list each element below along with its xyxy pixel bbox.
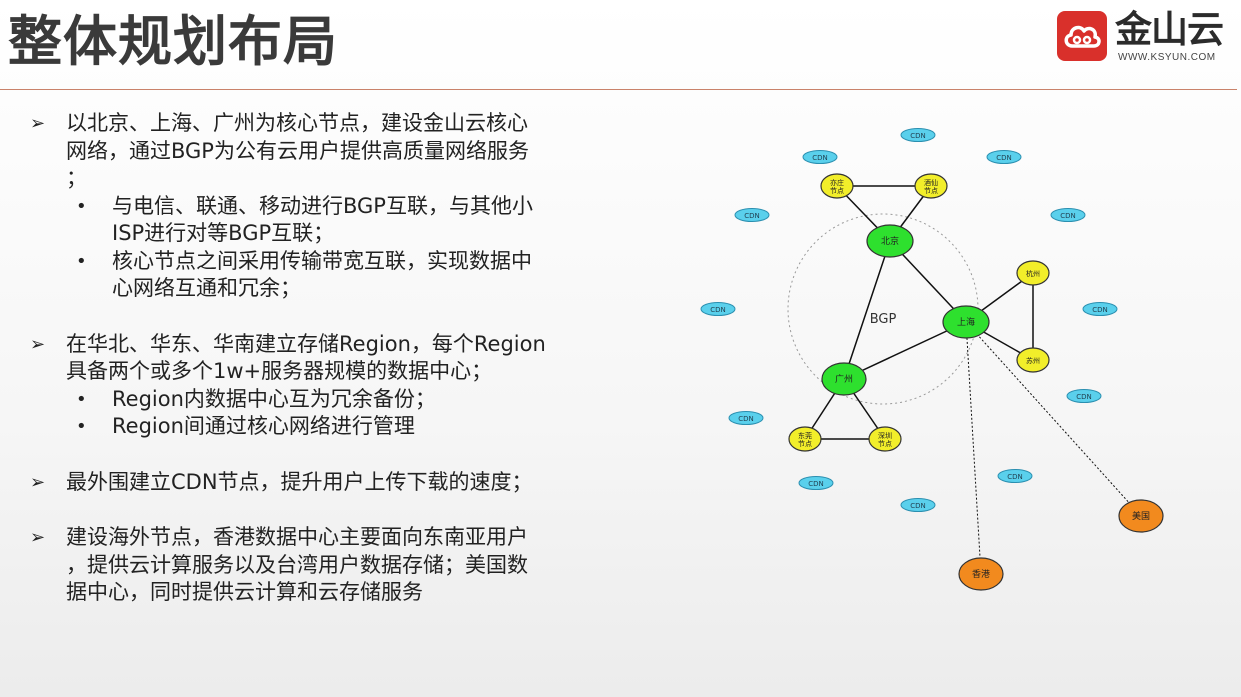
cdn-node-label: CDN (1092, 306, 1108, 314)
ksyun-logo: 金山云 WWW.KSYUN.COM (1057, 8, 1237, 67)
sub-bullet-item: • Region间通过核心网络进行管理 (30, 413, 610, 441)
bullet-item: ➢ 以北京、上海、广州为核心节点，建设金山云核心网络，通过BGP为公有云用户提供高… (30, 110, 610, 193)
sub-bullet-item: • Region内数据中心互为冗余备份； (30, 386, 610, 414)
edge-sh-us (965, 321, 1142, 517)
bullet-gap (30, 303, 610, 331)
cdn-node (997, 469, 1033, 483)
logo-url: WWW.KSYUN.COM (1118, 52, 1216, 63)
arrow-bullet-icon: ➢ (30, 333, 46, 355)
cdn-node-label: CDN (710, 306, 726, 314)
cdn-node (728, 411, 764, 425)
bgp-label: BGP (870, 312, 897, 327)
node-label: 东莞节点 (798, 431, 812, 448)
edge-sh-hk (965, 321, 982, 575)
dot-bullet-icon: • (76, 388, 87, 410)
node-label: 北京 (881, 235, 899, 247)
page-title: 整体规划布局 (8, 10, 338, 73)
node-gz2 (868, 426, 902, 452)
cdn-node-label: CDN (744, 212, 760, 220)
cdn-node (900, 498, 936, 512)
title-divider (0, 89, 1237, 90)
cdn-node (802, 150, 838, 164)
sub-bullet-item: • 与电信、联通、移动进行BGP互联，与其他小 ISP进行对等BGP互联； (30, 193, 610, 248)
node-label: 深圳节点 (878, 431, 892, 448)
sub-bullet-text-line: ISP进行对等BGP互联； (112, 221, 335, 245)
node-hk (958, 557, 1004, 591)
node-label: 上海 (957, 316, 975, 328)
bullet-text-line: 最外围建立CDN节点，提升用户上传下载的速度； (66, 469, 533, 494)
cdn-node (1050, 208, 1086, 222)
node-label: 美国 (1132, 510, 1150, 522)
node-sh2 (1016, 347, 1050, 373)
dot-bullet-icon: • (76, 195, 87, 217)
node-gz (821, 362, 867, 396)
sub-bullet-text-line: 核心节点之间采用传输带宽互联，实现数据中 (112, 248, 532, 273)
cdn-node-label: CDN (910, 132, 926, 140)
bullet-text-line: 以北京、上海、广州为核心节点，建设金山云核心 (66, 111, 528, 135)
sub-bullet-text-line: 心网络互通和冗余； (112, 276, 301, 300)
node-us (1118, 499, 1164, 533)
sub-bullet-text-line: Region间通过核心网络进行管理 (112, 414, 415, 438)
bullet-item: ➢ 建设海外节点，香港数据中心主要面向东南亚用户 ，提供云计算服务以及台湾用户数据存… (30, 524, 610, 607)
cdn-node-label: CDN (812, 154, 828, 162)
bullet-text-line: 网络，通过BGP为公有云用户提供高质量网络服务 (66, 138, 529, 163)
cdn-node (1082, 302, 1118, 316)
cdn-node-label: CDN (808, 480, 824, 488)
logo-text: 金山云 (1115, 8, 1224, 51)
cdn-node-label: CDN (1060, 212, 1076, 220)
bullet-text-line: ； (66, 166, 87, 190)
node-sh1 (1016, 260, 1050, 286)
sub-bullet-text-line: 与电信、联通、移动进行BGP互联，与其他小 (112, 193, 533, 218)
bullet-text-line: 建设海外节点，香港数据中心主要面向东南亚用户 (66, 525, 528, 549)
network-topology-diagram: BGP CDN CDN CDN CDN CDN CDN CDN CDN CDN CDN CDN CDN 北… (700, 128, 1164, 591)
cdn-node-label: CDN (996, 154, 1012, 162)
edge-bj-gz (843, 240, 891, 380)
bullet-text-line: ，提供云计算服务以及台湾用户数据存储；美国数 (66, 552, 528, 577)
bullet-text-line: 具备两个或多个1w+服务器规模的数据中心； (66, 359, 493, 383)
sub-bullet-item: • 核心节点之间采用传输带宽互联，实现数据中心网络互通和冗余； (30, 248, 610, 303)
bullet-text-line: 据中心，同时提供云计算和云存储服务 (66, 580, 423, 604)
sub-bullet-text-line: Region内数据中心互为冗余备份； (112, 386, 436, 411)
node-label: 杭州 (1026, 269, 1040, 278)
cdn-node (700, 302, 736, 316)
node-bj (866, 224, 914, 258)
cdn-node-label: CDN (738, 415, 754, 423)
node-gz1 (788, 426, 822, 452)
cdn-node (734, 208, 770, 222)
bullet-text-line: 在华北、华东、华南建立存储Region，每个Region (66, 331, 546, 356)
arrow-bullet-icon: ➢ (30, 471, 46, 493)
node-bj1 (820, 173, 854, 199)
bullet-item: ➢ 在华北、华东、华南建立存储Region，每个Region 具备两个或多个1w+服… (30, 331, 610, 386)
edge-sh-gz (843, 321, 967, 380)
cdn-node-label: CDN (910, 502, 926, 510)
node-label: 亦庄节点 (830, 178, 844, 195)
node-label: 香港 (972, 568, 990, 580)
cdn-node-label: CDN (1007, 473, 1023, 481)
arrow-bullet-icon: ➢ (30, 113, 46, 134)
node-label: 酒仙节点 (924, 178, 938, 195)
node-sh (942, 305, 990, 339)
node-label: 苏州 (1026, 356, 1040, 365)
cdn-node (1066, 389, 1102, 403)
cdn-node (900, 128, 936, 142)
bullet-gap (30, 496, 610, 524)
node-bj2 (914, 173, 948, 199)
bullet-gap (30, 441, 610, 469)
cdn-node-label: CDN (1076, 393, 1092, 401)
dot-bullet-icon: • (76, 250, 87, 272)
dot-bullet-icon: • (76, 416, 87, 437)
arrow-bullet-icon: ➢ (30, 527, 46, 548)
cdn-node (986, 150, 1022, 164)
bullet-item: ➢ 最外围建立CDN节点，提升用户上传下载的速度； (30, 469, 610, 497)
cloud-logo-icon (1057, 11, 1107, 61)
node-label: 广州 (835, 373, 853, 385)
cdn-node (798, 476, 834, 490)
bullet-list: ➢ 以北京、上海、广州为核心节点，建设金山云核心网络，通过BGP为公有云用户提供高… (30, 110, 610, 607)
